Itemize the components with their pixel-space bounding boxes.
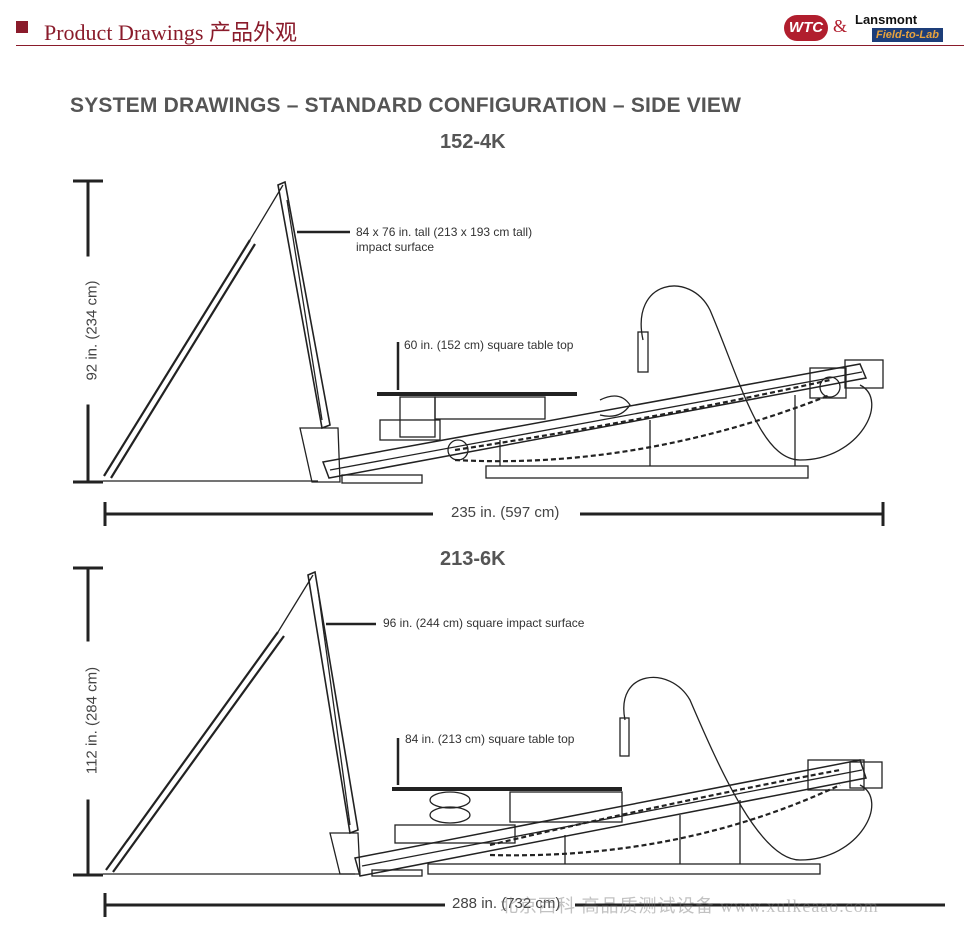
width-dimension-152-4k: 235 in. (597 cm) — [445, 504, 566, 521]
table-top-note-152-4k: 60 in. (152 cm) square table top — [404, 338, 574, 352]
watermark: 北京西科 高品质测试设备 www.xulkeaao.com — [500, 896, 879, 916]
drawing-213-6k — [73, 566, 945, 917]
header: Product Drawings 产品外观 WTC & Lansmont Fie… — [0, 0, 965, 50]
lansmont-logo: Lansmont — [855, 12, 918, 27]
field-to-lab-logo: Field-to-Lab — [872, 28, 943, 42]
width-dimension-213-6k: 288 in. (732 cm) — [446, 895, 567, 912]
wtc-logo: WTC — [784, 15, 828, 41]
height-dimension-152-4k: 92 in. (234 cm) — [83, 256, 101, 405]
logo-ampersand: & — [833, 16, 848, 36]
section-heading: SYSTEM DRAWINGS – STANDARD CONFIGURATION… — [70, 94, 742, 117]
impact-surface-note-line1: 84 x 76 in. tall (213 x 193 cm tall) — [356, 225, 533, 239]
header-rule — [16, 45, 964, 46]
model-label-152-4k: 152-4K — [440, 131, 506, 153]
header-square-icon — [16, 21, 28, 33]
page-title: Product Drawings 产品外观 — [44, 20, 297, 45]
model-label-213-6k: 213-6K — [440, 548, 506, 570]
height-dimension-213-6k: 112 in. (284 cm) — [83, 641, 101, 800]
impact-surface-note-213-6k: 96 in. (244 cm) square impact surface — [383, 616, 585, 630]
table-top-note-213-6k: 84 in. (213 cm) square table top — [405, 732, 575, 746]
drawing-152-4k — [73, 179, 885, 526]
impact-surface-note-line2: impact surface — [356, 240, 435, 254]
impact-surface-note-152-4k: 84 x 76 in. tall (213 x 193 cm tall) imp… — [356, 225, 532, 255]
